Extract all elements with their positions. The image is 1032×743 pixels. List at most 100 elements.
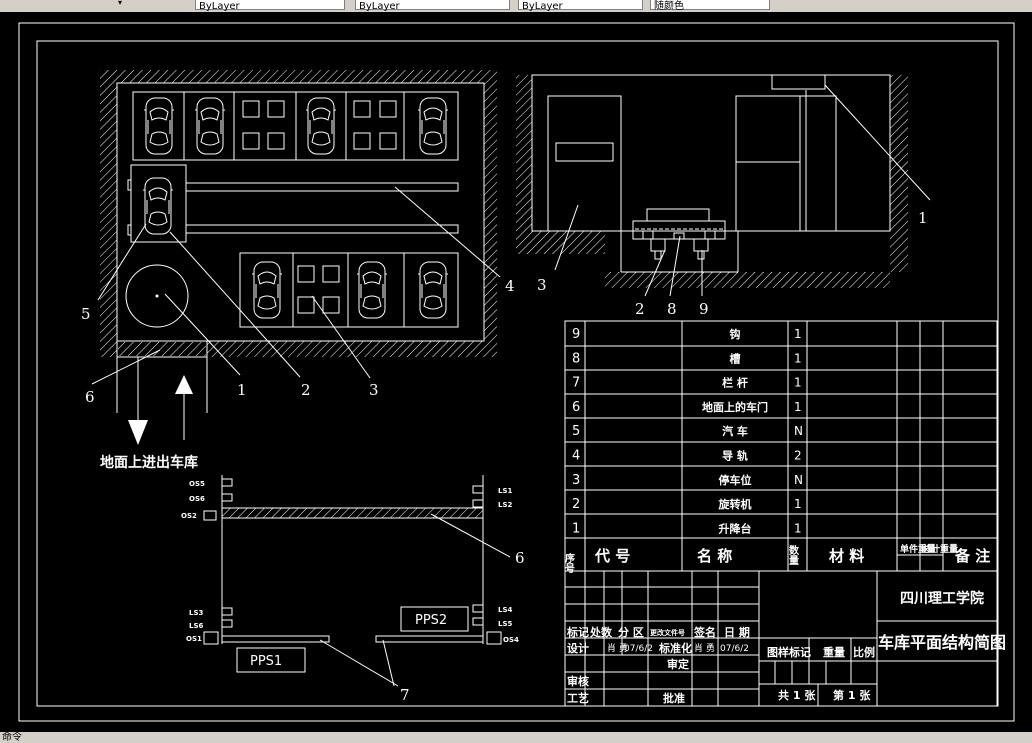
pps1-label: PPS1 <box>250 654 282 669</box>
car-icon <box>417 261 449 319</box>
part-quantity: 1 <box>794 351 802 365</box>
sensor-ls3: LS3 <box>189 609 204 617</box>
car-icon <box>194 97 226 155</box>
callout-2-plan: 2 <box>301 381 311 399</box>
tb-date: 日 期 <box>724 625 750 639</box>
part-number: 6 <box>572 400 580 415</box>
section-door <box>221 507 484 519</box>
callout-8: 8 <box>667 300 677 318</box>
plan-wall-hatch <box>100 70 497 357</box>
tb-count: 处数 <box>589 625 613 639</box>
callout-3-elev: 3 <box>537 276 547 294</box>
sheet-border <box>18 22 1015 722</box>
tb-change-doc: 更改文件号 <box>650 628 685 637</box>
sensor-ls2: LS2 <box>498 501 513 509</box>
header-total-weight: 总计重量 <box>922 543 958 555</box>
part-number: 1 <box>572 521 580 536</box>
command-line-prompt: 命令 <box>2 732 22 743</box>
part-quantity: 1 <box>794 521 802 535</box>
part-number: 3 <box>572 473 580 488</box>
tb-design-date: 07/6/2 <box>624 644 653 654</box>
tb-mark: 标记 <box>566 625 589 639</box>
callout-5: 5 <box>81 305 91 323</box>
part-quantity: 1 <box>794 376 802 390</box>
school-name: 四川理工学院 <box>900 590 984 607</box>
tb-design-name: 肖 勇 <box>607 642 628 654</box>
header-seq: 序号 <box>563 552 575 574</box>
sensor-ls1: LS1 <box>498 487 513 495</box>
car-icon <box>143 97 175 155</box>
pps2-label: PPS2 <box>415 613 447 628</box>
tb-scale: 比例 <box>853 645 875 659</box>
sensor-ls5: LS5 <box>498 620 513 628</box>
tb-total-sheets: 共 1 张 <box>778 688 816 702</box>
parts-list-table <box>564 320 998 706</box>
tb-review: 审定 <box>667 657 689 671</box>
part-name: 栏 杆 <box>722 376 748 390</box>
lift-platform <box>130 164 187 243</box>
part-quantity: 1 <box>794 400 802 414</box>
part-name: 钩 <box>730 327 741 341</box>
part-number: 7 <box>572 376 580 391</box>
car-icon <box>356 261 388 319</box>
hook <box>771 74 826 90</box>
tb-process: 工艺 <box>567 691 589 705</box>
tb-sign: 签名 <box>693 625 716 639</box>
callout-6-plan: 6 <box>85 388 95 406</box>
part-number: 5 <box>572 424 580 439</box>
tb-design: 设计 <box>567 641 589 655</box>
header-unit-weight: 单件重量 <box>900 543 936 555</box>
dropdown-arrow-icon[interactable]: ▾ <box>118 0 123 7</box>
drawing-title: 车库平面结构简图 <box>878 633 1006 652</box>
car-icon <box>417 97 449 155</box>
layer-select-1-value: ByLayer <box>199 1 240 12</box>
callout-2-elev: 2 <box>635 300 645 318</box>
turntable <box>125 264 189 328</box>
sensor-os6: OS6 <box>189 495 205 503</box>
sensor-os1: OS1 <box>186 635 202 643</box>
bottom-parking-row <box>239 252 459 328</box>
tb-standard-date: 07/6/2 <box>720 644 749 654</box>
cad-drawing-canvas[interactable]: 1 3 2 8 9 4 5 6 1 2 3 6 7 地面上进出车库 OS5 OS… <box>0 12 1032 732</box>
part-number: 9 <box>572 327 580 342</box>
entry-arrow-icon <box>175 375 193 394</box>
tb-zone: 分 区 <box>618 625 644 639</box>
part-quantity: 2 <box>794 449 802 463</box>
garage-section-view <box>203 475 511 687</box>
part-name: 旋转机 <box>718 497 752 511</box>
layer-select-3[interactable]: ByLayer <box>518 0 643 12</box>
part-quantity: 1 <box>794 497 802 511</box>
layer-select-2[interactable]: ByLayer <box>355 0 510 12</box>
callout-1-elev: 1 <box>918 209 928 227</box>
part-quantity: N <box>794 473 803 487</box>
sensor-os5: OS5 <box>189 480 205 488</box>
cad-toolbar: ▾ ByLayer ByLayer ByLayer 随颜色 <box>0 0 1032 12</box>
frame-border <box>36 40 999 707</box>
tb-weight: 重量 <box>823 645 845 659</box>
part-name: 汽 车 <box>722 424 748 438</box>
header-remark: 备 注 <box>954 547 990 565</box>
callout-9: 9 <box>699 300 709 318</box>
callout-4: 4 <box>505 277 515 295</box>
color-select[interactable]: 随颜色 <box>650 0 770 12</box>
part-quantity: N <box>794 424 803 438</box>
guide-rail <box>185 182 459 192</box>
part-name: 停车位 <box>719 473 752 487</box>
tb-standard: 标准化 <box>658 641 692 655</box>
sensor-os2: OS2 <box>181 512 197 520</box>
car-icon <box>251 261 283 319</box>
header-material: 材 料 <box>829 547 864 565</box>
car-icon <box>142 177 174 235</box>
header-code: 代 号 <box>594 547 630 565</box>
sensor-os4: OS4 <box>503 636 519 644</box>
guide-rail <box>185 224 459 234</box>
tb-approve: 批准 <box>663 691 685 705</box>
header-name: 名 称 <box>697 547 732 565</box>
part-name: 地面上的车门 <box>702 400 768 414</box>
command-line[interactable]: 命令 <box>0 732 1032 743</box>
car-icon <box>305 97 337 155</box>
garage-elevation-view <box>516 74 931 297</box>
garage-plan-view <box>91 70 501 445</box>
layer-select-1[interactable]: ByLayer <box>195 0 345 12</box>
color-select-value: 随颜色 <box>654 1 684 12</box>
